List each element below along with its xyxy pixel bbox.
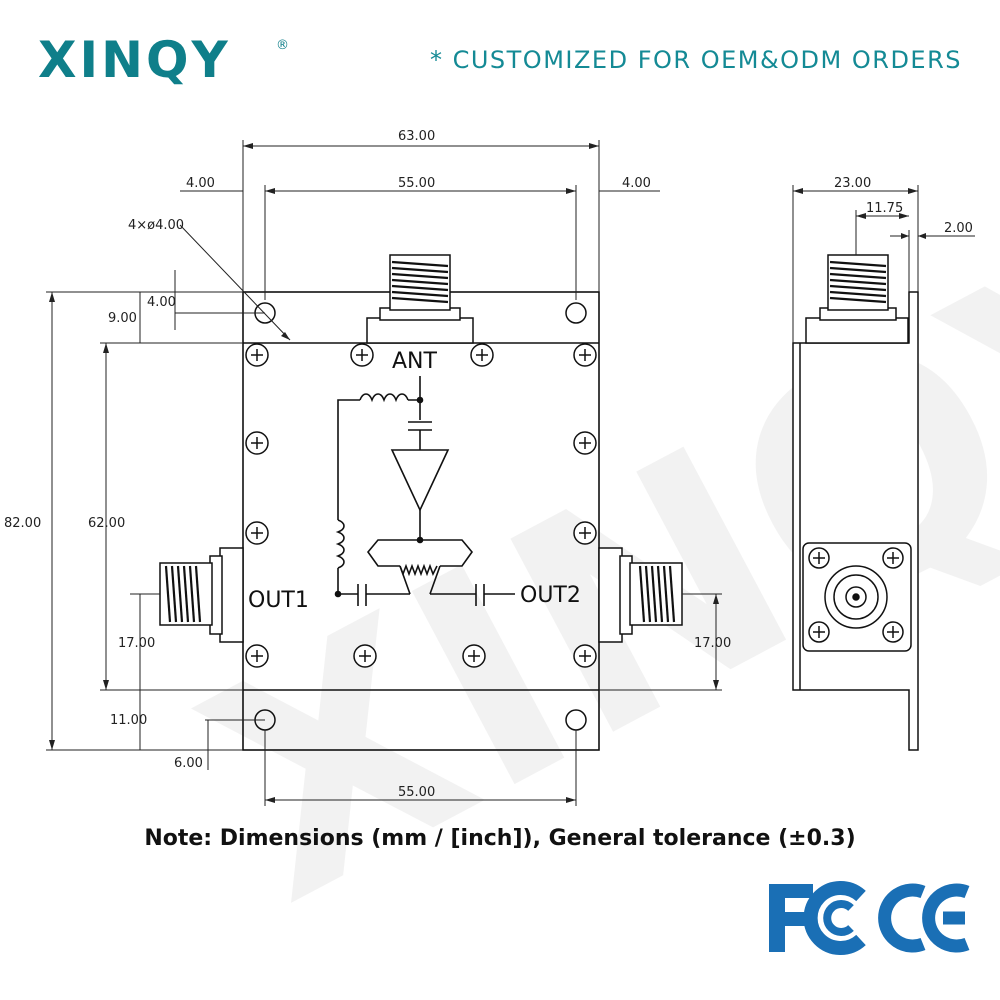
dim-hole-spacing-bottom: 55.00 xyxy=(398,785,435,800)
screw-icon xyxy=(573,343,597,367)
header: XINQY ® * CUSTOMIZED FOR OEM&ODM ORDERS xyxy=(0,0,1000,110)
dim-side-connector: 11.75 xyxy=(866,201,903,216)
dim-top-flange: 9.00 xyxy=(108,311,137,326)
dimension-lines xyxy=(46,140,722,806)
out2-connector xyxy=(598,547,683,643)
certification-marks xyxy=(769,881,970,955)
out1-connector xyxy=(159,547,244,643)
dim-right-offset: 4.00 xyxy=(622,176,651,191)
ce-logo xyxy=(878,883,970,953)
mount-hole xyxy=(565,302,587,324)
screw-icon xyxy=(245,343,269,367)
screw-icon xyxy=(353,644,377,668)
brand-logo: XINQY xyxy=(38,31,231,89)
screws xyxy=(245,343,597,668)
ant-label: ANT xyxy=(392,349,438,374)
dim-body-height: 62.00 xyxy=(88,516,125,531)
dim-out1-height: 17.00 xyxy=(118,636,155,651)
dim-bottom-flange: 11.00 xyxy=(110,713,147,728)
registered-mark: ® xyxy=(276,38,289,53)
screw-icon xyxy=(808,621,830,643)
dimension-arrows xyxy=(49,143,719,803)
dim-overall-height: 82.00 xyxy=(4,516,41,531)
screw-icon xyxy=(245,644,269,668)
fcc-logo xyxy=(769,881,866,955)
ant-connector xyxy=(366,254,474,344)
dim-side-plate: 2.00 xyxy=(944,221,973,236)
circuit-schematic xyxy=(334,376,515,606)
screw-icon xyxy=(350,343,374,367)
tagline: * CUSTOMIZED FOR OEM&ODM ORDERS xyxy=(429,46,962,74)
screw-icon xyxy=(462,644,486,668)
side-view xyxy=(792,254,919,751)
dim-out2-height: 17.00 xyxy=(694,636,731,651)
side-dimension-arrows xyxy=(793,188,926,239)
screw-icon xyxy=(882,547,904,569)
dim-overall-width: 63.00 xyxy=(398,129,435,144)
out1-label: OUT1 xyxy=(248,588,309,613)
screw-icon xyxy=(573,521,597,545)
dim-side-depth: 23.00 xyxy=(834,176,871,191)
dimension-note: Note: Dimensions (mm / [inch]), General … xyxy=(144,826,856,851)
side-screws xyxy=(808,547,904,643)
screw-icon xyxy=(470,343,494,367)
screw-icon xyxy=(882,621,904,643)
screw-icon xyxy=(573,431,597,455)
dim-hole-spacing-top: 55.00 xyxy=(398,176,435,191)
screw-icon xyxy=(245,431,269,455)
dim-top-hole: 4.00 xyxy=(147,295,176,310)
dim-left-offset: 4.00 xyxy=(186,176,215,191)
screw-icon xyxy=(573,644,597,668)
dim-bottom-hole: 6.00 xyxy=(174,756,203,771)
screw-icon xyxy=(245,521,269,545)
dim-holes: 4×ø4.00 xyxy=(128,218,184,233)
out2-label: OUT2 xyxy=(520,583,581,608)
screw-icon xyxy=(808,547,830,569)
